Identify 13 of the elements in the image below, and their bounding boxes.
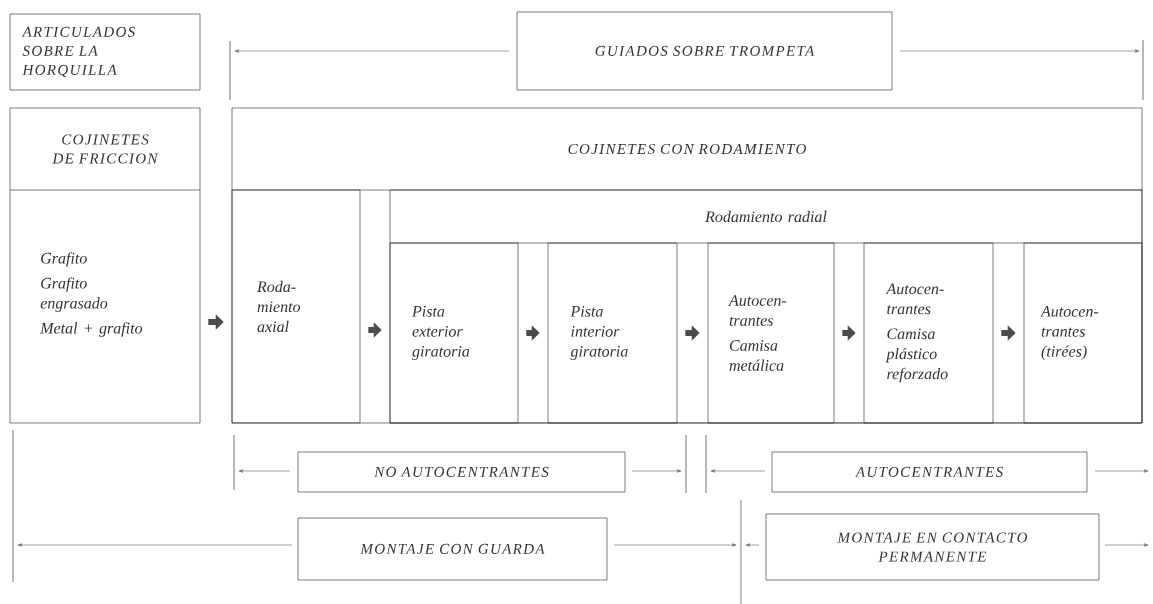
box: MONTAJE CON GUARDA <box>297 517 608 581</box>
box: ARTICULADOS SOBRE LA HORQUILLA <box>9 13 201 91</box>
box: MONTAJE EN CONTACTO PERMANENTE <box>765 513 1100 581</box>
box: Autocen-trantes (tirées) <box>1023 242 1143 424</box>
box: Roda-miento axial <box>231 189 361 424</box>
box: GUIADOS SOBRE TROMPETA <box>516 11 893 91</box>
box: AUTOCENTRANTES <box>771 451 1088 493</box>
box: NO AUTOCENTRANTES <box>297 451 626 493</box>
panel: COJINETES DE FRICCION Grafito Grafito engrasado Metal + grafito <box>9 107 201 424</box>
box: Autocen-trantes Camisa metálica <box>707 242 835 424</box>
box: Pista exterior giratoria <box>389 242 519 424</box>
box: Autocen-trantes Camisa plástico reforzado <box>863 242 994 424</box>
box: Pista interior giratoria <box>547 242 678 424</box>
